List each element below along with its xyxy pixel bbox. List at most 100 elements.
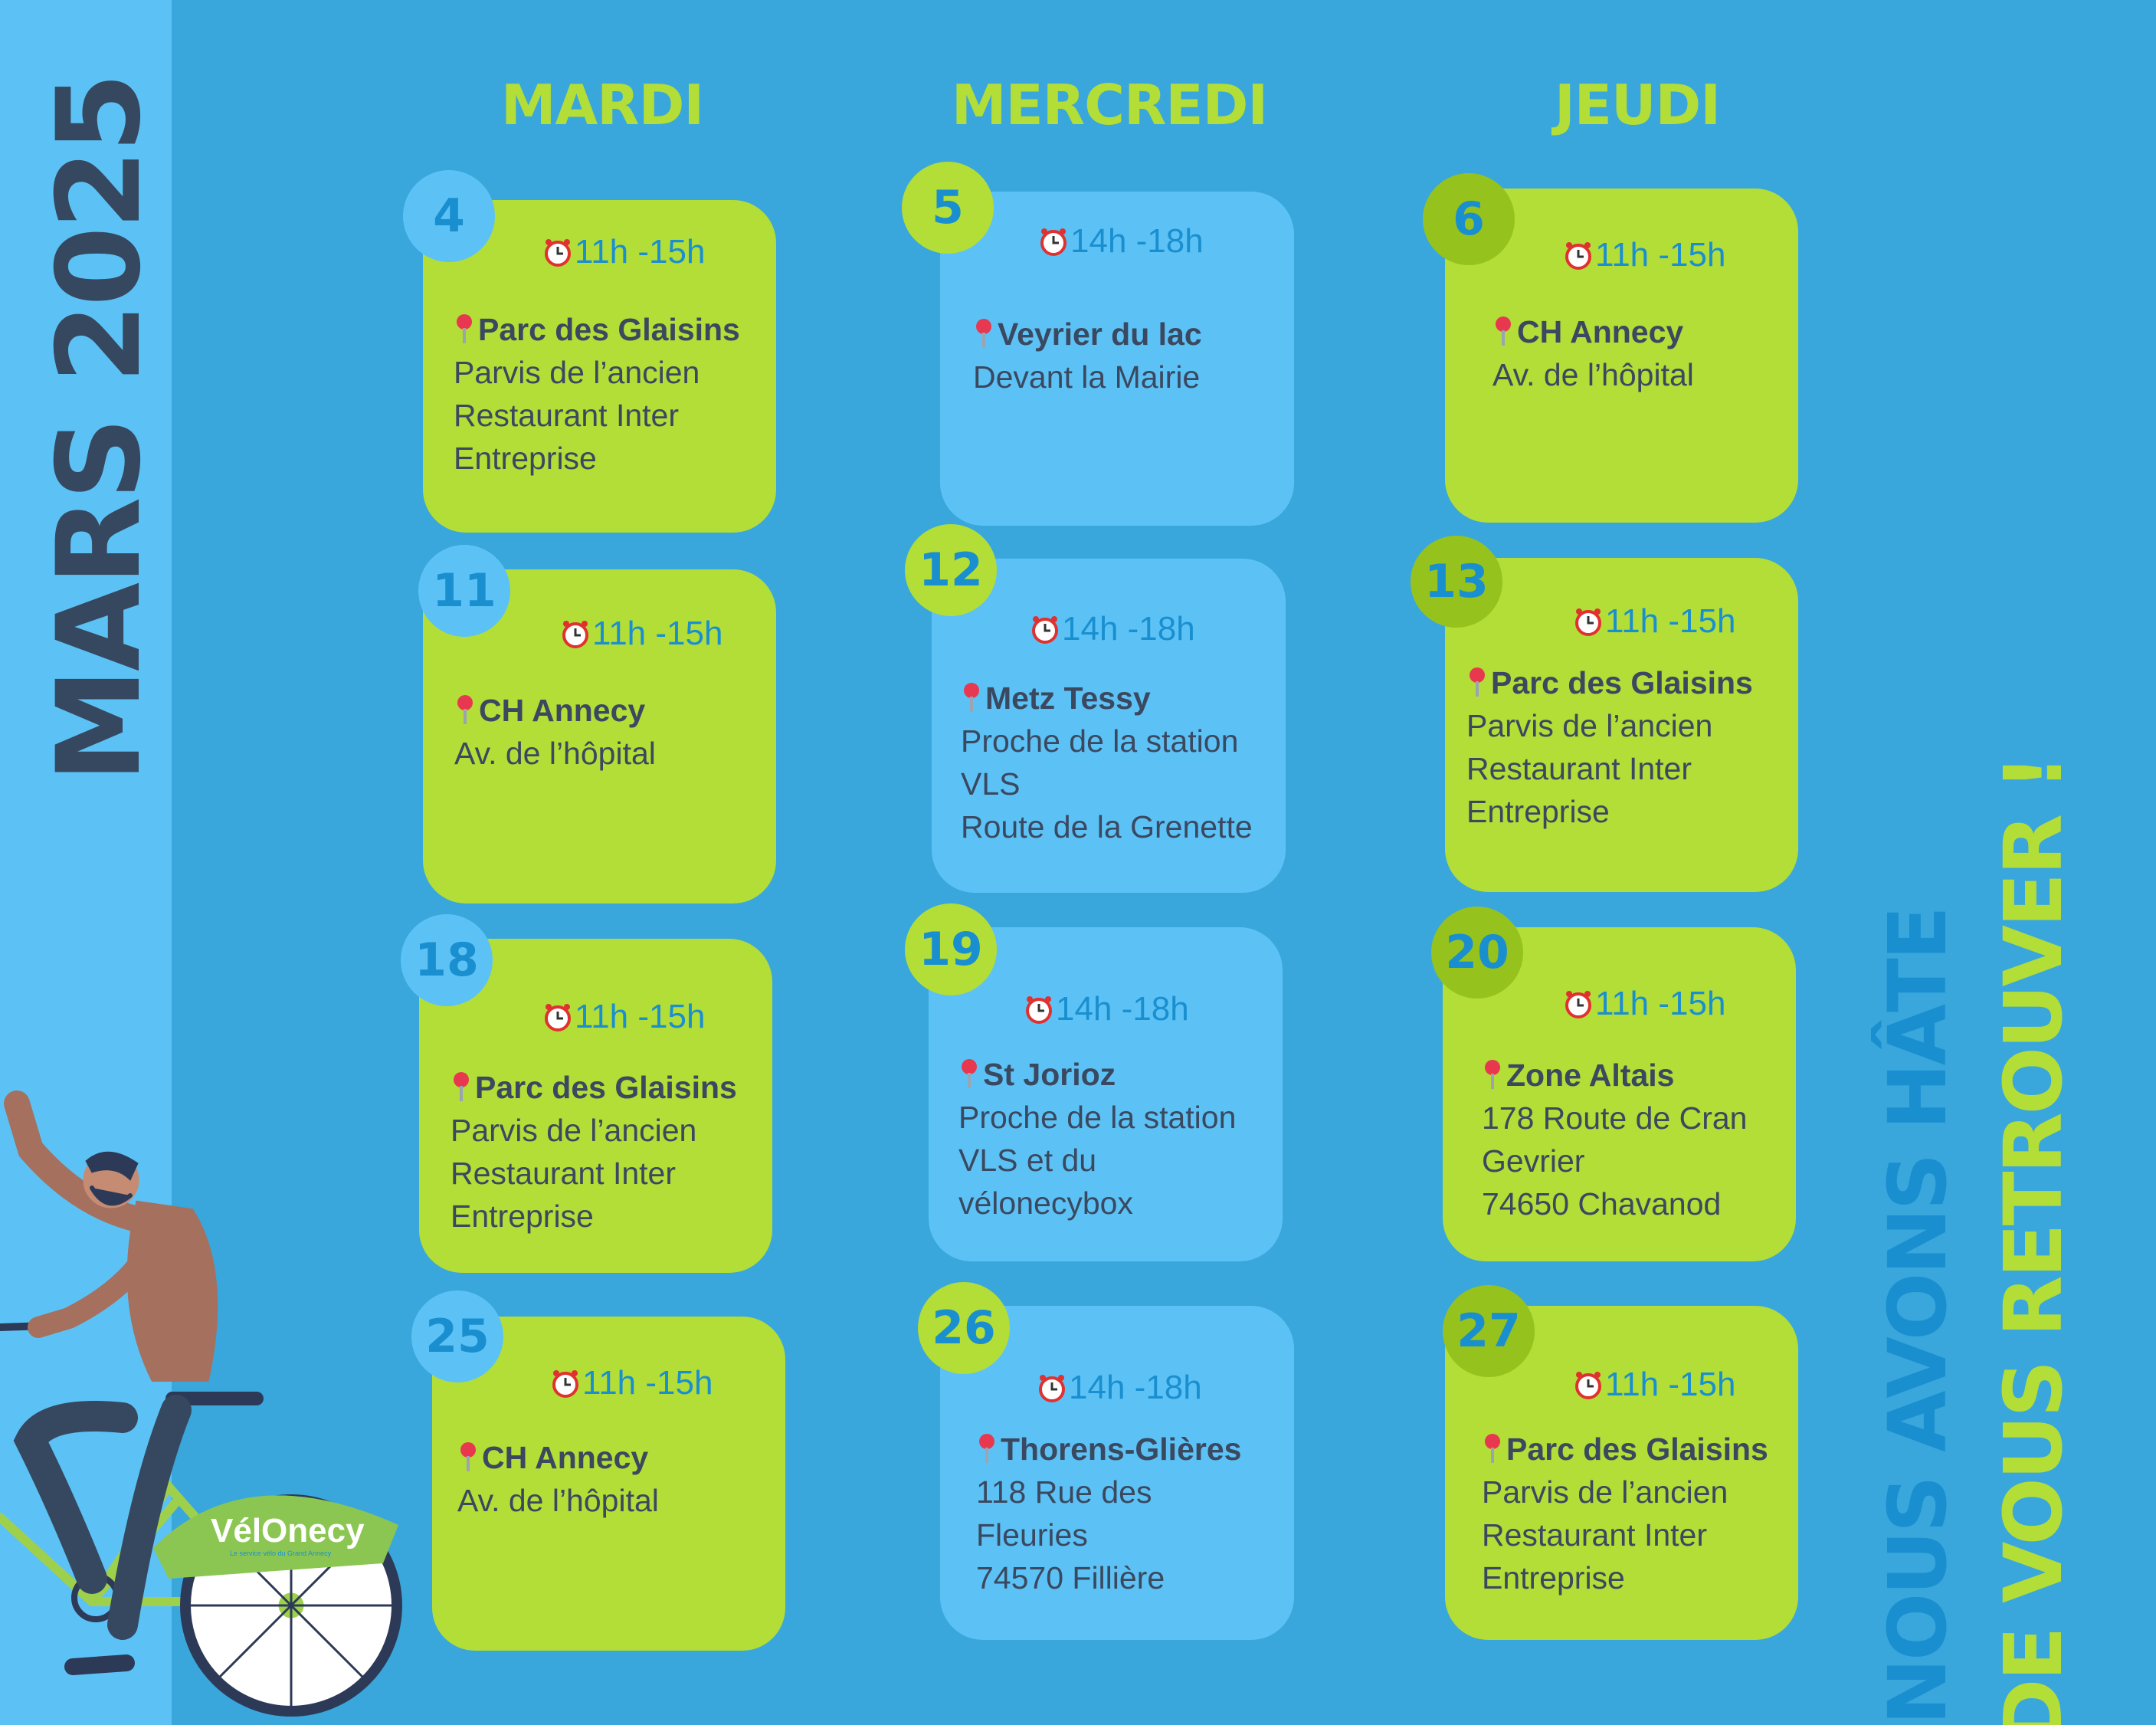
time-text: 11h -15h — [575, 998, 706, 1035]
address-line: Entreprise — [454, 441, 597, 476]
map-pin-icon — [454, 694, 476, 727]
time-text: 14h -18h — [1056, 990, 1189, 1028]
date-badge-27: 27 — [1443, 1285, 1535, 1377]
place-name: Zone Altais — [1506, 1058, 1675, 1093]
address-line: Restaurant Inter — [451, 1156, 676, 1191]
address-line: Parvis de l’ancien — [1466, 708, 1713, 743]
address-line: Av. de l’hôpital — [454, 736, 656, 771]
alarm-clock-icon — [1573, 606, 1604, 637]
date-badge-26: 26 — [918, 1282, 1010, 1374]
map-pin-icon — [1492, 315, 1514, 349]
time-text: 14h -18h — [1069, 1369, 1202, 1406]
time-text: 14h -18h — [1062, 610, 1195, 648]
place-name: Parc des Glaisins — [478, 312, 740, 347]
place-name: CH Annecy — [479, 693, 646, 728]
address-line: Av. de l’hôpital — [1492, 357, 1694, 392]
place-name: CH Annecy — [482, 1440, 649, 1475]
date-badge-20: 20 — [1431, 907, 1523, 999]
place-name: Parc des Glaisins — [475, 1070, 737, 1105]
logo-tagline: Le service vélo du Grand Annecy — [230, 1550, 332, 1557]
event-time-12: 14h -18h — [1030, 610, 1195, 648]
time-text: 11h -15h — [1605, 1366, 1736, 1403]
date-badge-18: 18 — [401, 914, 493, 1006]
event-card-12 — [932, 559, 1286, 893]
alarm-clock-icon — [542, 1002, 573, 1032]
alarm-clock-icon — [1037, 1372, 1067, 1403]
map-pin-icon — [451, 1071, 472, 1104]
event-time-26: 14h -18h — [1037, 1369, 1202, 1407]
event-card-19 — [929, 927, 1283, 1261]
alarm-clock-icon — [542, 237, 573, 267]
place-name: Parc des Glaisins — [1506, 1431, 1768, 1467]
date-badge-19: 19 — [905, 903, 997, 995]
event-time-11: 11h -15h — [560, 615, 722, 653]
time-text: 11h -15h — [1595, 985, 1726, 1022]
event-time-27: 11h -15h — [1573, 1366, 1735, 1404]
map-pin-icon — [961, 681, 982, 715]
alarm-clock-icon — [560, 618, 591, 649]
time-text: 11h -15h — [1595, 236, 1726, 274]
address-line: Entreprise — [1482, 1560, 1625, 1595]
event-time-18: 11h -15h — [542, 998, 705, 1036]
address-line: Route de la Grenette — [961, 809, 1253, 844]
map-pin-icon — [457, 1441, 479, 1474]
date-badge-5: 5 — [902, 162, 994, 254]
date-badge-13: 13 — [1411, 536, 1502, 628]
address-line: Parvis de l’ancien — [454, 355, 700, 390]
alarm-clock-icon — [550, 1368, 581, 1399]
month-title: MARS 2025 — [33, 75, 166, 783]
address-line: Parvis de l’ancien — [1482, 1474, 1728, 1510]
event-card-26 — [940, 1306, 1294, 1640]
day-header-tuesday: MARDI — [500, 73, 704, 137]
place-name: Veyrier du lac — [998, 316, 1202, 352]
cyclist-illustration: VélOnecy Le service vélo du Grand Annecy — [0, 1088, 429, 1725]
map-pin-icon — [454, 313, 475, 346]
address-line: Gevrier — [1482, 1143, 1585, 1179]
address-line: Restaurant Inter — [1482, 1517, 1707, 1553]
time-text: 11h -15h — [582, 1364, 713, 1402]
alarm-clock-icon — [1030, 614, 1060, 644]
alarm-clock-icon — [1563, 989, 1594, 1019]
place-name: Metz Tessy — [985, 680, 1151, 716]
date-badge-11: 11 — [418, 545, 510, 637]
day-header-thursday: JEUDI — [1555, 73, 1721, 137]
date-badge-4: 4 — [403, 170, 495, 262]
address-line: 74570 Fillière — [976, 1560, 1165, 1595]
address-line: vélonecybox — [958, 1186, 1133, 1221]
place-name: Thorens-Glières — [1001, 1431, 1242, 1467]
address-line: Entreprise — [451, 1199, 594, 1234]
address-line: Av. de l’hôpital — [457, 1483, 659, 1518]
map-pin-icon — [973, 317, 994, 351]
alarm-clock-icon — [1024, 994, 1054, 1025]
address-line: Restaurant Inter — [1466, 751, 1692, 786]
day-header-wednesday: MERCREDI — [951, 73, 1268, 137]
map-pin-icon — [1482, 1432, 1503, 1466]
place-name: Parc des Glaisins — [1491, 665, 1753, 700]
address-line: Entreprise — [1466, 794, 1610, 829]
time-text: 14h -18h — [1070, 222, 1204, 260]
event-time-13: 11h -15h — [1573, 602, 1735, 641]
alarm-clock-icon — [1563, 240, 1594, 271]
map-pin-icon — [958, 1058, 980, 1091]
address-line: VLS et du — [958, 1143, 1097, 1178]
address-line: Proche de la station — [958, 1100, 1237, 1135]
address-line: Proche de la station — [961, 723, 1239, 759]
place-name: CH Annecy — [1517, 314, 1684, 349]
event-time-20: 11h -15h — [1563, 985, 1725, 1023]
event-card-18 — [419, 939, 772, 1273]
date-badge-12: 12 — [905, 524, 997, 616]
time-text: 11h -15h — [1605, 602, 1736, 640]
event-card-5 — [940, 192, 1294, 526]
event-time-25: 11h -15h — [550, 1364, 713, 1402]
address-line: 118 Rue des — [976, 1474, 1152, 1510]
date-badge-6: 6 — [1423, 173, 1515, 265]
